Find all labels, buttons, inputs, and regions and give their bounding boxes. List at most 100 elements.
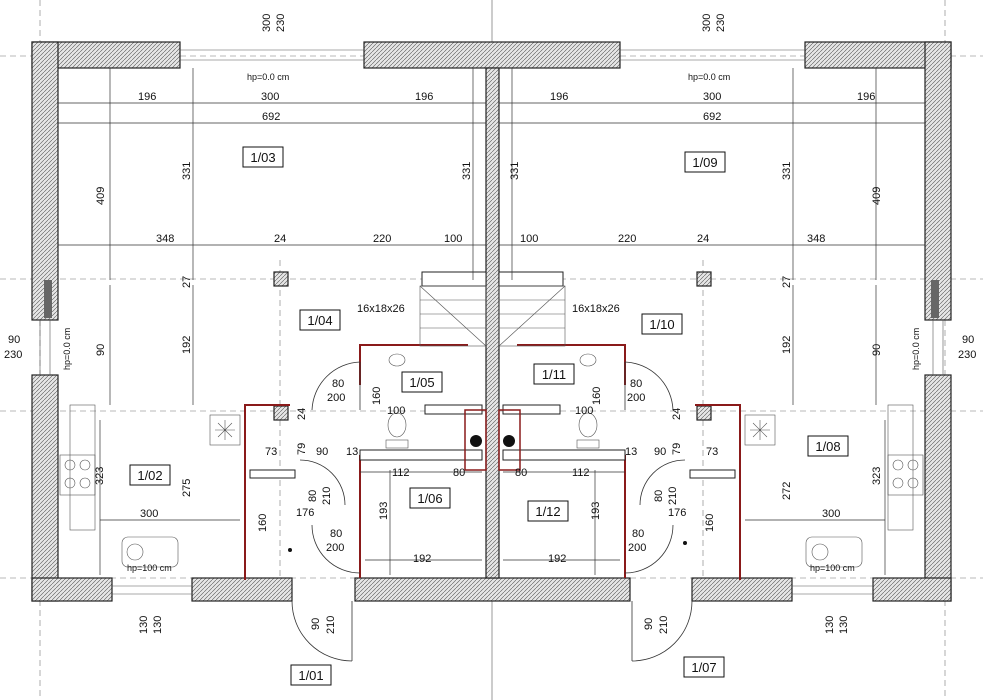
dim-210: 210 (658, 616, 670, 634)
room-1-06: 1/06 (417, 491, 442, 506)
dim-200: 200 (327, 392, 345, 404)
dim-331: 331 (461, 162, 473, 180)
dim-230: 230 (958, 349, 976, 361)
room-box (409, 487, 451, 509)
dim-100: 100 (520, 233, 538, 245)
dim-90: 90 (962, 334, 974, 346)
dim-300: 300 (701, 14, 713, 32)
level-hp0-east: hp=0.0 cm (911, 328, 921, 370)
dim-73: 73 (706, 446, 718, 458)
dim-275: 275 (181, 479, 193, 497)
dim-112: 112 (572, 467, 590, 479)
room-1-07: 1/07 (691, 660, 716, 675)
dim-200: 200 (627, 392, 645, 404)
dim-220: 220 (618, 233, 636, 245)
dim-130: 130 (152, 616, 164, 634)
level-hp0-west: hp=0.0 cm (62, 328, 72, 370)
dim-90: 90 (643, 618, 655, 630)
stairs-label-right: 16x18x26 (572, 303, 620, 315)
dim-80: 80 (515, 467, 527, 479)
dim-196: 196 (857, 91, 875, 103)
dim-80: 80 (630, 378, 642, 390)
room-1-10: 1/10 (649, 317, 674, 332)
dim-200: 200 (628, 542, 646, 554)
doors (288, 361, 693, 662)
level-hp100-left: hp=100 cm (127, 563, 172, 573)
dim-300: 300 (261, 91, 279, 103)
fixtures (59, 353, 924, 568)
room-1-01: 1/01 (298, 668, 323, 683)
dim-90: 90 (654, 446, 666, 458)
dim-272: 272 (781, 482, 793, 500)
dim-193: 193 (378, 502, 390, 520)
dim-331: 331 (181, 162, 193, 180)
dim-24: 24 (274, 233, 286, 245)
dim-230: 230 (715, 14, 727, 32)
dim-130: 130 (138, 616, 150, 634)
room-box (242, 146, 284, 168)
room-1-05: 1/05 (409, 375, 434, 390)
dim-160: 160 (704, 514, 716, 532)
interior-walls (244, 271, 741, 580)
room-box (401, 371, 443, 393)
dim-196: 196 (415, 91, 433, 103)
exterior-walls (31, 41, 952, 602)
windows (39, 49, 944, 595)
dim-100: 100 (444, 233, 462, 245)
dimension-lines (58, 68, 925, 575)
dim-331: 331 (781, 162, 793, 180)
dim-210: 210 (321, 487, 333, 505)
dim-348: 348 (156, 233, 174, 245)
dim-300: 300 (140, 508, 158, 520)
dim-80: 80 (632, 528, 644, 540)
dim-79: 79 (671, 443, 683, 455)
dim-348: 348 (807, 233, 825, 245)
dim-160: 160 (257, 514, 269, 532)
room-1-11: 1/11 (542, 367, 566, 382)
room-1-03: 1/03 (250, 150, 275, 165)
dim-192: 192 (181, 336, 193, 354)
dim-80: 80 (307, 490, 319, 502)
room-box (527, 500, 569, 522)
room-1-04: 1/04 (307, 313, 332, 328)
dim-24: 24 (671, 408, 683, 420)
dim-300: 300 (703, 91, 721, 103)
room-1-12: 1/12 (535, 504, 560, 519)
dim-220: 220 (373, 233, 391, 245)
dim-210: 210 (325, 616, 337, 634)
dim-130: 130 (838, 616, 850, 634)
dim-692: 692 (262, 111, 280, 123)
level-hp0-left: hp=0.0 cm (247, 72, 289, 82)
dim-73: 73 (265, 446, 277, 458)
dim-192: 192 (548, 553, 566, 565)
dim-90: 90 (95, 344, 107, 356)
level-hp0-right: hp=0.0 cm (688, 72, 730, 82)
dim-192: 192 (413, 553, 431, 565)
dim-27: 27 (781, 276, 793, 288)
dimension-labels: 196 300 196 196 300 196 692 692 348 24 2… (4, 14, 976, 634)
dim-300: 300 (822, 508, 840, 520)
level-labels: hp=0.0 cm hp=0.0 cm hp=0.0 cm hp=0.0 cm … (62, 72, 921, 573)
dim-13: 13 (346, 446, 358, 458)
dim-24: 24 (697, 233, 709, 245)
dim-323: 323 (871, 467, 883, 485)
dim-176: 176 (296, 507, 314, 519)
dim-300: 300 (261, 14, 273, 32)
room-1-02: 1/02 (137, 468, 162, 483)
dim-80: 80 (653, 490, 665, 502)
room-box (299, 309, 341, 331)
dim-160: 160 (591, 387, 603, 405)
dim-112: 112 (392, 467, 410, 479)
dim-409: 409 (95, 187, 107, 205)
dim-323: 323 (94, 467, 106, 485)
dim-27: 27 (181, 276, 193, 288)
dim-90: 90 (871, 344, 883, 356)
dim-210: 210 (667, 487, 679, 505)
stairs (419, 285, 566, 347)
dim-130: 130 (824, 616, 836, 634)
dim-90: 90 (316, 446, 328, 458)
dim-176: 176 (668, 507, 686, 519)
room-labels: 1/03 1/09 1/04 1/10 1/05 1/11 1/02 1/08 … (129, 146, 849, 686)
dim-100: 100 (387, 405, 405, 417)
